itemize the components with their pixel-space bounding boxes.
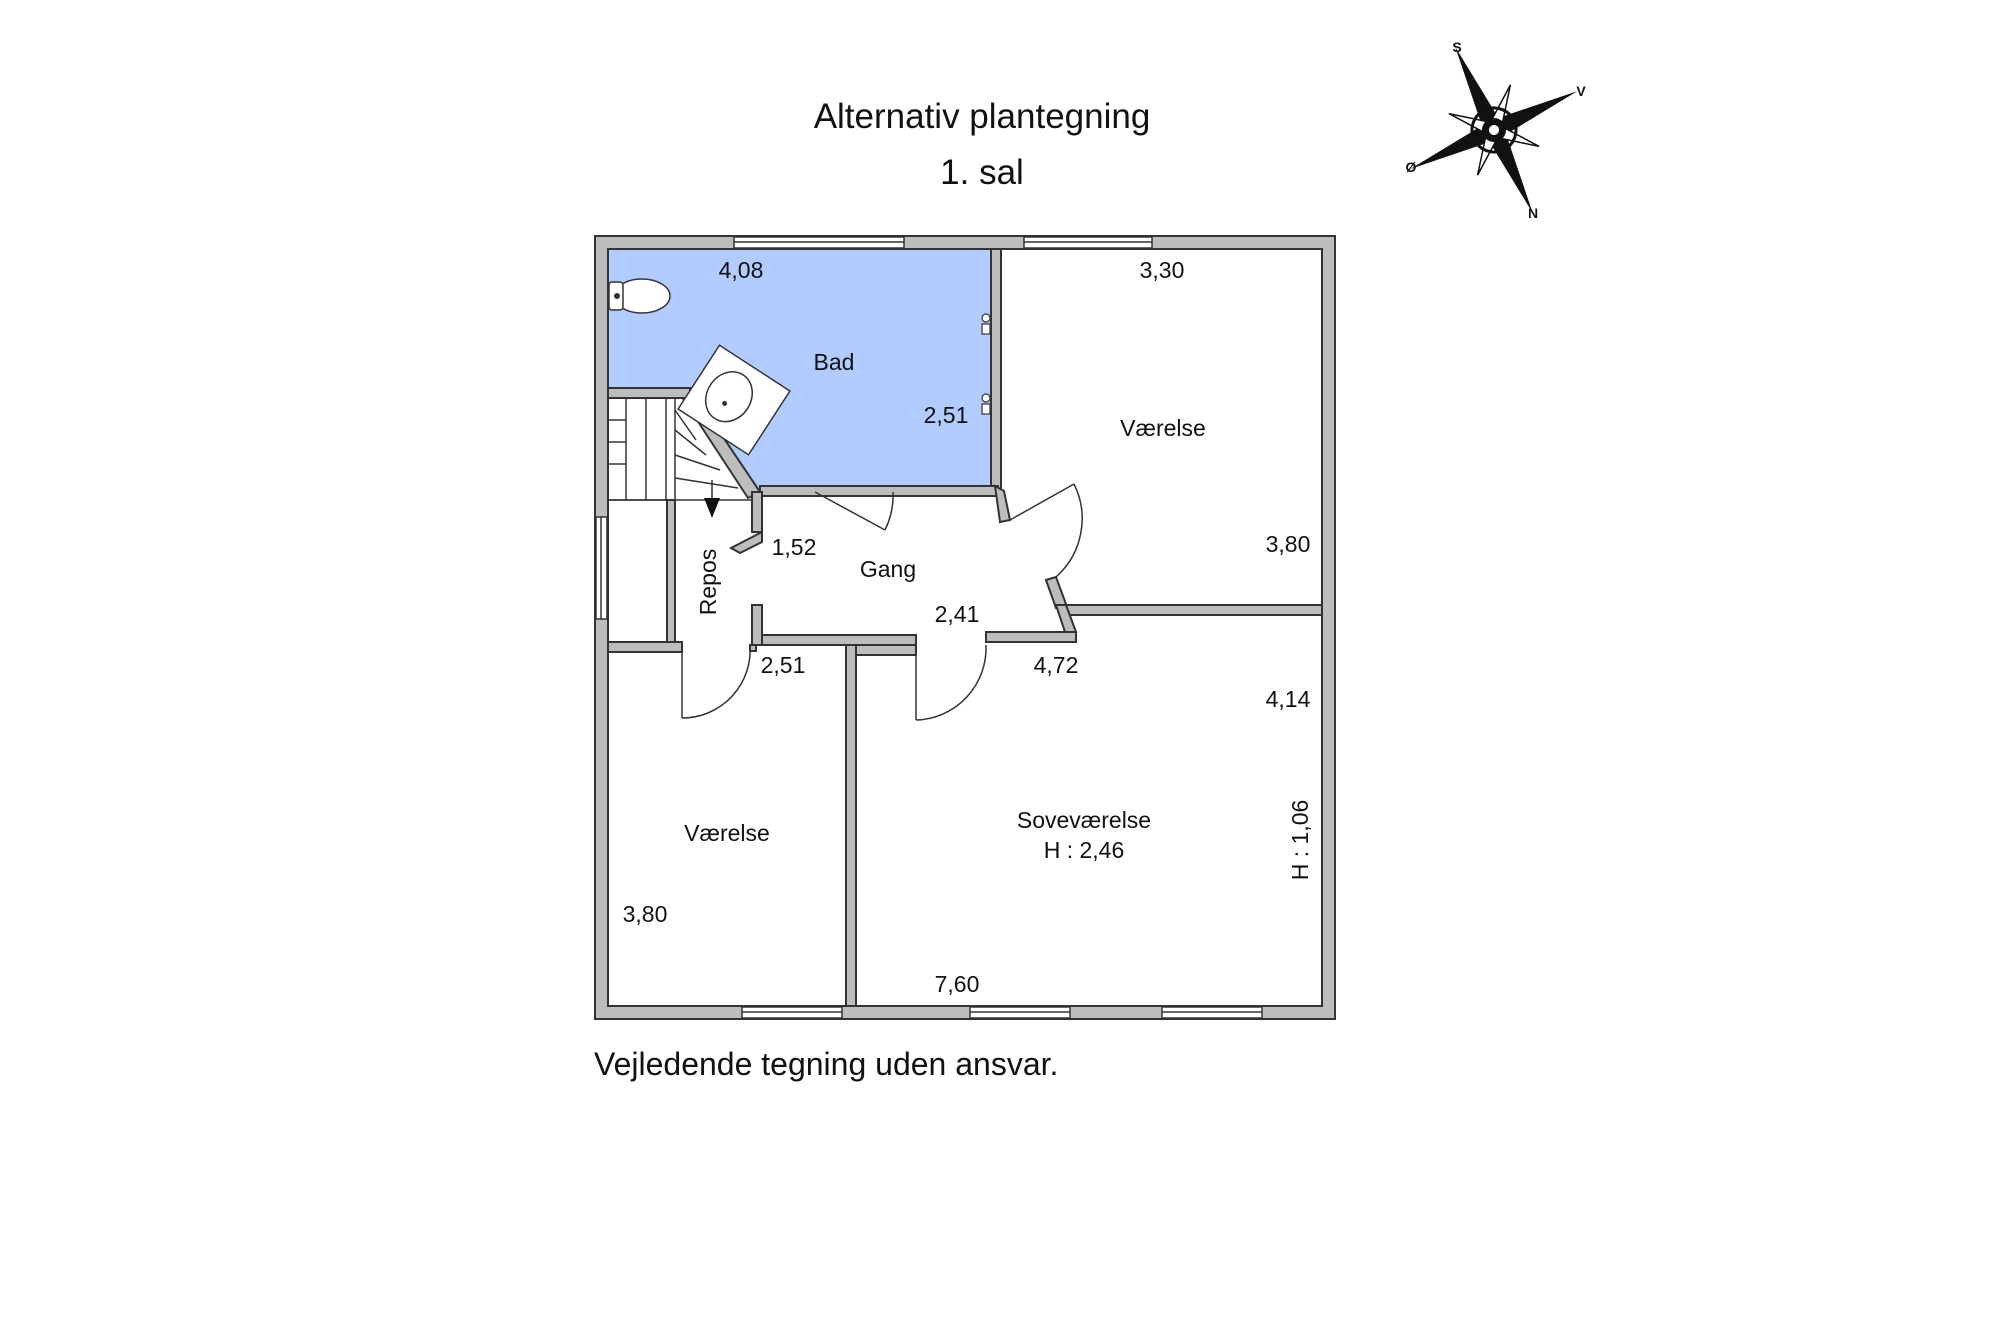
compass-label-n: N	[1528, 205, 1538, 221]
room-label-vaerelse-left: Værelse	[684, 820, 770, 846]
dim-repos: 2,51	[761, 652, 806, 678]
dim-bad-depth: 2,51	[924, 402, 969, 428]
windows	[595, 236, 1263, 1019]
room-side-height-sovevaerelse: H : 1,06	[1287, 800, 1313, 881]
room-label-repos: Repos	[695, 549, 721, 615]
dim-vaerelse-left: 3,80	[623, 901, 668, 927]
plan-subtitle: 1. sal	[940, 153, 1024, 192]
dim-vaerelse-right-width: 3,30	[1140, 257, 1185, 283]
room-label-bad: Bad	[814, 349, 855, 375]
staircase	[607, 397, 752, 643]
doors	[681, 483, 1083, 721]
shower-tap-icon	[981, 313, 991, 415]
toilet-icon	[608, 278, 671, 314]
dim-sovevaerelse-length: 7,60	[935, 971, 980, 997]
plan-title: Alternativ plantegning	[814, 97, 1151, 136]
room-label-vaerelse-right: Værelse	[1120, 415, 1206, 441]
room-height-sovevaerelse: H : 2,46	[1044, 837, 1125, 863]
sink-icon	[677, 344, 791, 456]
dim-bad-width: 4,08	[719, 257, 764, 283]
compass-rose-icon	[1410, 46, 1578, 214]
dim-vaerelse-right-depth: 3,80	[1266, 531, 1311, 557]
dim-gang-length: 2,41	[935, 601, 980, 627]
dim-sovevaerelse-width: 4,72	[1034, 652, 1079, 678]
compass-label-s: S	[1452, 39, 1461, 55]
dim-sovevaerelse-depth: 4,14	[1266, 686, 1311, 712]
disclaimer-text: Vejledende tegning uden ansvar.	[594, 1046, 1058, 1082]
dim-gang-width: 1,52	[772, 534, 817, 560]
room-label-sovevaerelse: Soveværelse	[1017, 807, 1151, 833]
room-label-gang: Gang	[860, 556, 916, 582]
compass-label-o: Ø	[1406, 159, 1417, 175]
compass-label-v: V	[1576, 83, 1586, 99]
